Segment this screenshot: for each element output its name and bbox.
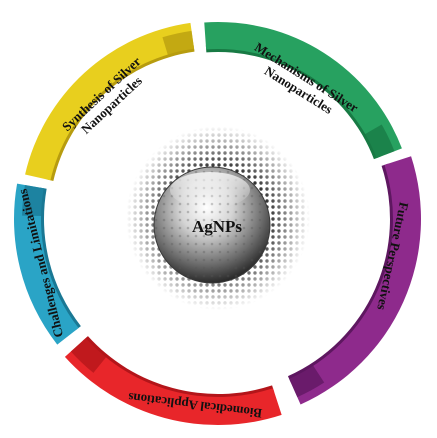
center-sphere: AgNPs <box>153 166 271 284</box>
segment-fold <box>363 124 395 159</box>
segment-challenges: Challenges and Limitations <box>13 183 81 345</box>
segment-fold <box>22 184 46 216</box>
segment-band <box>13 183 79 345</box>
segment-fold <box>288 364 325 398</box>
segment-band <box>64 338 282 425</box>
segment-shadow <box>287 163 397 383</box>
segment-biomedical: Biomedical Applications <box>64 336 282 425</box>
segment-fold <box>70 336 108 373</box>
segment-fold <box>162 30 195 57</box>
center-label: AgNPs <box>192 217 242 236</box>
segment-future: Future Perspectives <box>287 156 421 405</box>
